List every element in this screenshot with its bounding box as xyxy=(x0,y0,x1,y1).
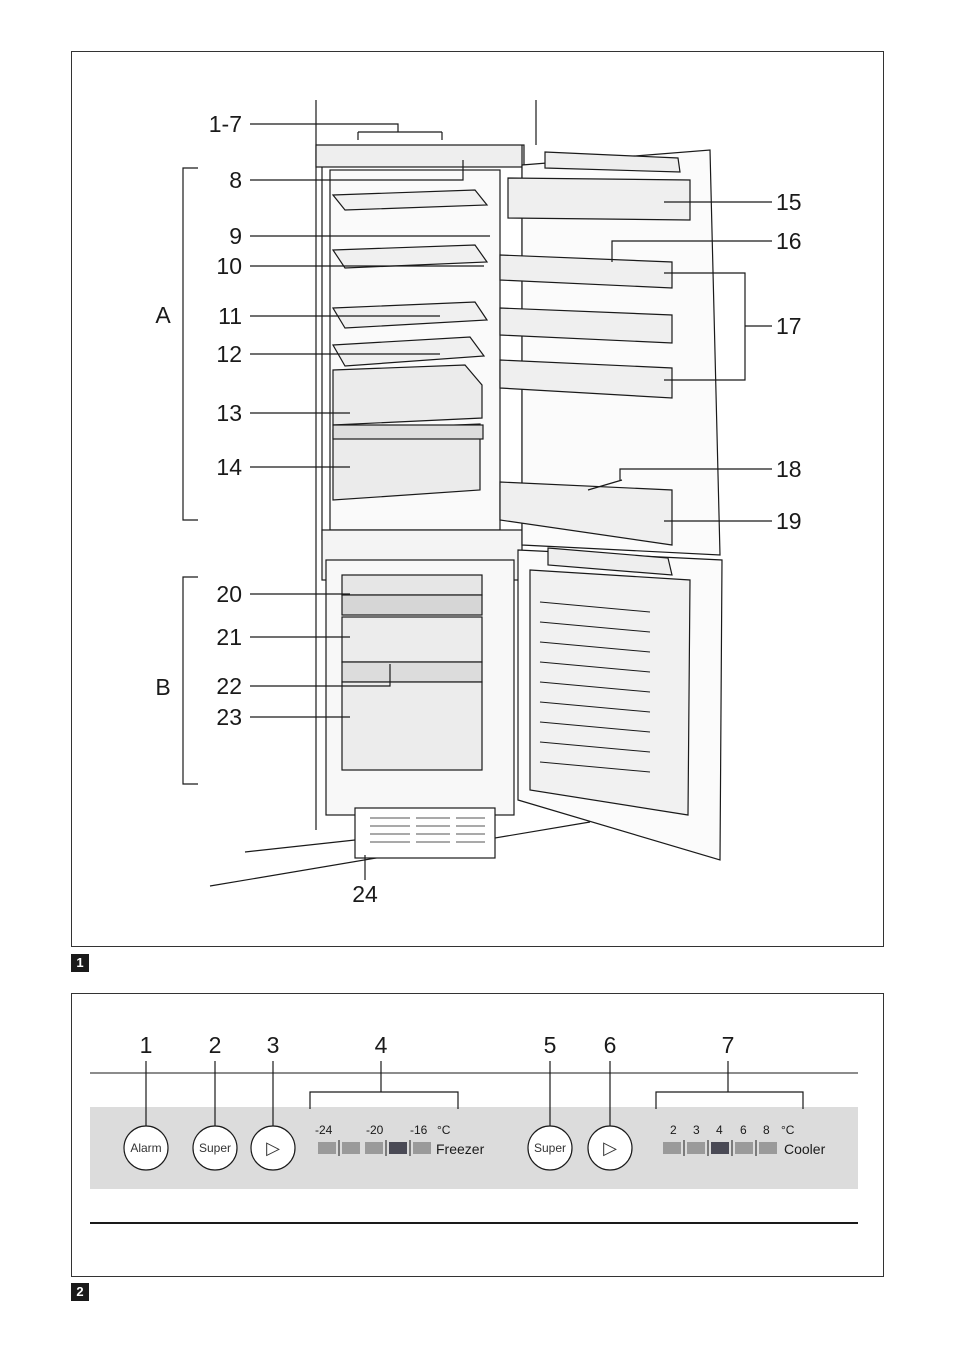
callout-23: 23 xyxy=(216,704,242,730)
play-icon: ▷ xyxy=(266,1138,280,1158)
freezer-tick-minus16: -16 xyxy=(410,1123,428,1137)
group-label-a: A xyxy=(155,302,171,328)
callout-20: 20 xyxy=(216,581,242,607)
freezer-super-button-label: Super xyxy=(199,1141,231,1155)
cooler-temperature-display xyxy=(663,1140,777,1156)
panel-number-2: 2 xyxy=(209,1032,222,1058)
cooler-tick-unit: °C xyxy=(781,1123,795,1137)
cooler-tick-6: 6 xyxy=(740,1123,747,1137)
freezer-segment xyxy=(413,1142,431,1154)
figure-2-badge: 2 xyxy=(71,1283,89,1301)
callout-17: 17 xyxy=(776,313,802,339)
cooler-super-button-label: Super xyxy=(534,1141,566,1155)
play-icon: ▷ xyxy=(603,1138,617,1158)
callout-22: 22 xyxy=(216,673,242,699)
cooler-segment-active xyxy=(711,1142,729,1154)
control-panel-diagram: 1 2 3 4 5 6 7 Alarm Super ▷ Super ▷ -24 … xyxy=(90,1032,858,1224)
callout-21: 21 xyxy=(216,624,242,650)
callout-9: 9 xyxy=(229,223,242,249)
group-label-b: B xyxy=(155,674,170,700)
cooler-select-button[interactable]: ▷ xyxy=(587,1125,633,1171)
freezer-segment xyxy=(342,1142,360,1154)
callout-1-7: 1-7 xyxy=(209,111,242,137)
alarm-button[interactable]: Alarm xyxy=(123,1125,169,1171)
cooler-tick-4: 4 xyxy=(716,1123,723,1137)
cooler-segment xyxy=(759,1142,777,1154)
freezer-temperature-display xyxy=(318,1140,431,1156)
callout-16: 16 xyxy=(776,228,802,254)
panel-number-1: 1 xyxy=(140,1032,153,1058)
callout-10: 10 xyxy=(216,253,242,279)
cooler-tick-3: 3 xyxy=(693,1123,700,1137)
freezer-tick-minus24: -24 xyxy=(315,1123,333,1137)
panel-number-7: 7 xyxy=(722,1032,735,1058)
fridge-diagram: 1-7 8 9 10 11 12 13 14 15 16 17 18 19 20… xyxy=(155,100,802,907)
freezer-tick-minus20: -20 xyxy=(366,1123,384,1137)
callout-18: 18 xyxy=(776,456,802,482)
freezer-select-button[interactable]: ▷ xyxy=(250,1125,296,1171)
callout-13: 13 xyxy=(216,400,242,426)
callout-14: 14 xyxy=(216,454,242,480)
callout-19: 19 xyxy=(776,508,802,534)
panel-number-6: 6 xyxy=(604,1032,617,1058)
figure-1-badge: 1 xyxy=(71,954,89,972)
callout-8: 8 xyxy=(229,167,242,193)
panel-number-4: 4 xyxy=(375,1032,388,1058)
cooler-segment xyxy=(735,1142,753,1154)
freezer-segment xyxy=(318,1142,336,1154)
cooler-tick-8: 8 xyxy=(763,1123,770,1137)
panel-number-5: 5 xyxy=(544,1032,557,1058)
cooler-segment xyxy=(687,1142,705,1154)
callout-15: 15 xyxy=(776,189,802,215)
panel-number-3: 3 xyxy=(267,1032,280,1058)
cooler-super-button[interactable]: Super xyxy=(527,1125,573,1171)
freezer-label: Freezer xyxy=(436,1141,485,1157)
cooler-label: Cooler xyxy=(784,1141,826,1157)
callout-12: 12 xyxy=(216,341,242,367)
callout-11: 11 xyxy=(218,303,242,329)
cooler-tick-2: 2 xyxy=(670,1123,677,1137)
cooler-segment xyxy=(663,1142,681,1154)
freezer-tick-unit: °C xyxy=(437,1123,451,1137)
freezer-super-button[interactable]: Super xyxy=(192,1125,238,1171)
alarm-button-label: Alarm xyxy=(130,1141,161,1155)
freezer-segment-active xyxy=(389,1142,407,1154)
freezer-segment xyxy=(365,1142,383,1154)
callout-24: 24 xyxy=(352,881,378,907)
